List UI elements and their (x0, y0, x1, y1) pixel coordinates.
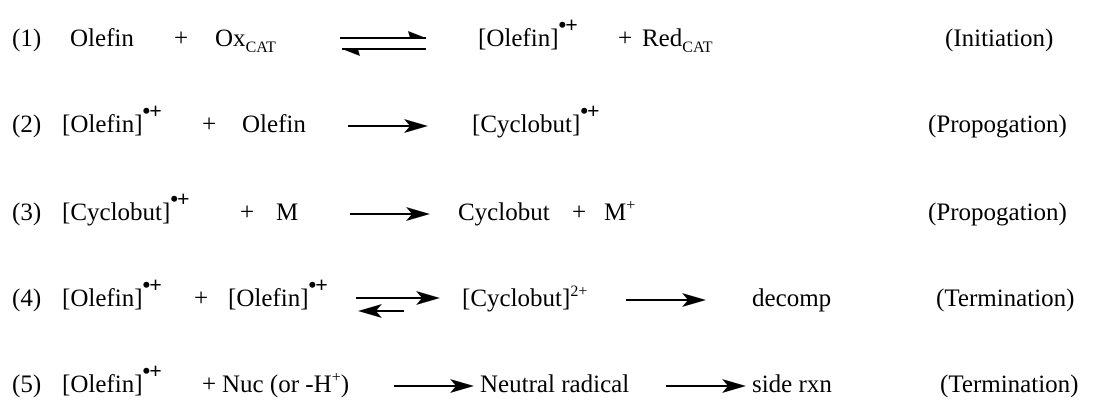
reaction-3-reactant-cyclobut-radical-cation: [Cyclobut]•+ (62, 186, 190, 226)
reaction-4-equilibrium-arrow (356, 291, 440, 318)
reaction-1-equilibrium-arrow (340, 31, 426, 56)
reaction-4-forward-arrow (626, 293, 706, 307)
reaction-2-reactant-olefin-radical-cation: [Olefin]•+ (62, 98, 162, 138)
reaction-5-forward-arrow-1 (394, 379, 474, 393)
reaction-3-label: (Propogation) (928, 199, 1067, 226)
reaction-2-reactant-olefin: Olefin (242, 111, 306, 138)
reaction-1-number: (1) (12, 25, 42, 52)
reaction-2-label: (Propogation) (928, 111, 1067, 138)
reaction-1-product-olefin-radical-cation: [Olefin]•+ (478, 12, 578, 52)
reaction-3-forward-arrow (350, 207, 430, 221)
reaction-4-reactant-olefin-radical-cation-2: [Olefin]•+ (228, 272, 328, 312)
reaction-1-plus-2: + (618, 25, 633, 52)
reaction-1-reactant-olefin: Olefin (70, 25, 134, 52)
reaction-1-label: (Initiation) (945, 25, 1054, 52)
reaction-1-reductant: RedCAT (642, 25, 713, 56)
reaction-5-plus: + (202, 371, 217, 398)
reaction-3-plus: + (240, 199, 255, 226)
reaction-1-plus: + (174, 25, 189, 52)
reaction-3-reactant-m: M (276, 199, 299, 226)
reaction-5-forward-arrow-2 (666, 379, 746, 393)
reaction-4-label: (Termination) (936, 285, 1075, 312)
reaction-3-number: (3) (12, 199, 42, 226)
reaction-4-number: (4) (12, 285, 42, 312)
reaction-3-product-m-cation: M+ (604, 197, 636, 226)
reaction-1-oxidant: OxCAT (215, 25, 276, 56)
reaction-5-number: (5) (12, 371, 42, 398)
reaction-2-forward-arrow (348, 119, 428, 133)
reaction-4-reactant-olefin-radical-cation-1: [Olefin]•+ (62, 272, 162, 312)
reaction-3-plus-2: + (572, 199, 587, 226)
reaction-5-product-neutral-radical: Neutral radical (480, 371, 630, 398)
reaction-5-label: (Termination) (940, 371, 1079, 398)
reaction-2-number: (2) (12, 111, 42, 138)
reaction-2-plus: + (202, 111, 217, 138)
reaction-4-product-cyclobut-dication: [Cyclobut]2+ (462, 283, 588, 312)
reaction-4-product-decomp: decomp (752, 285, 832, 312)
reaction-4-plus: + (194, 285, 209, 312)
reaction-2-product-cyclobut-radical-cation: [Cyclobut]•+ (472, 98, 600, 138)
reaction-5-product-side-rxn: side rxn (752, 371, 832, 398)
reaction-3-product-cyclobut: Cyclobut (458, 199, 550, 226)
reaction-5-reactant-olefin-radical-cation: [Olefin]•+ (62, 358, 162, 398)
reaction-5-reactant-nuc: Nuc (or -H+) (222, 369, 350, 398)
